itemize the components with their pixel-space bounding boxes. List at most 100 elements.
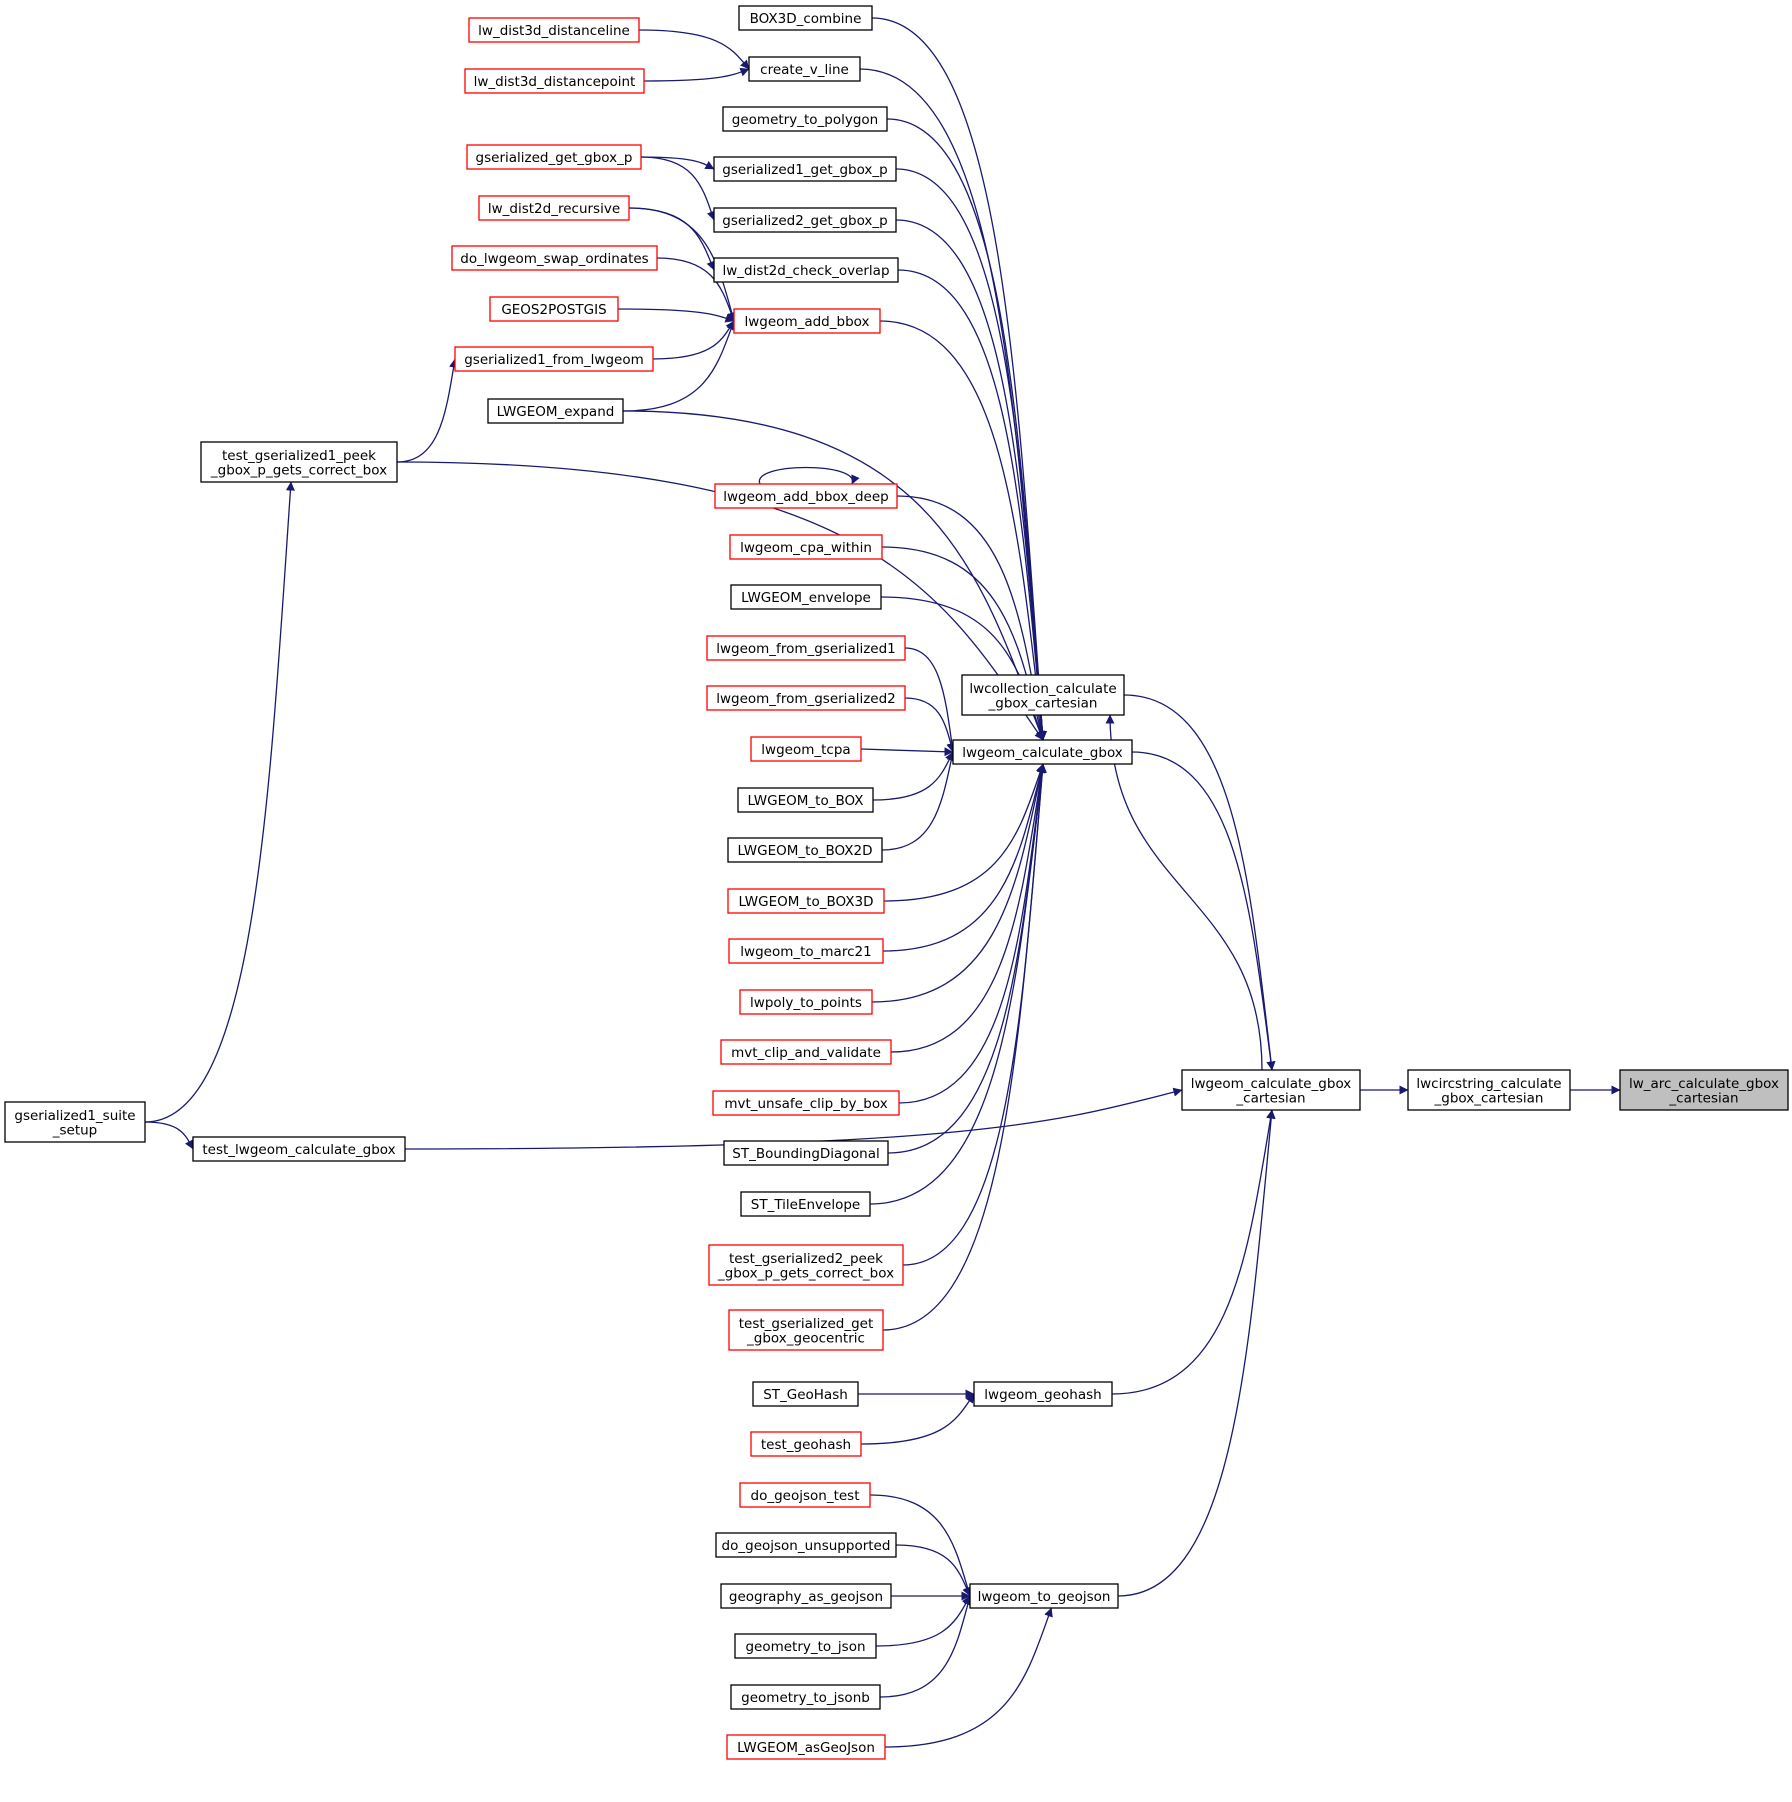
- node-lwgeom-to-box2d[interactable]: LWGEOM_to_BOX2D: [727, 837, 883, 863]
- node-test-gserialized-get-gbox-geocentric[interactable]: test_gserialized_get_gbox_geocentric: [728, 1309, 884, 1351]
- node-label: geometry_to_jsonb: [741, 1690, 870, 1706]
- node-lwgeom-geohash[interactable]: lwgeom_geohash: [973, 1381, 1113, 1407]
- node-lwgeom-from-gserialized1[interactable]: lwgeom_from_gserialized1: [706, 635, 906, 661]
- edge-test-gser2-peek-to-lwgeom-cg: [902, 763, 1047, 1266]
- node-box: [952, 739, 1133, 765]
- node-lw-dist3d-distancepoint[interactable]: lw_dist3d_distancepoint: [464, 68, 645, 94]
- node-box: [728, 938, 884, 964]
- node-lwgeom-asgeojson[interactable]: LWGEOM_asGeoJson: [726, 1734, 886, 1760]
- node-gserialized2-get-gbox-p[interactable]: gserialized2_get_gbox_p: [713, 207, 897, 233]
- edge-lw-dist3d-distancepoint-to-create-v-line: [643, 67, 750, 82]
- edge-lwgeom-to-box-to-lwgeom-cg: [872, 751, 954, 801]
- node-lwgeom-envelope[interactable]: LWGEOM_envelope: [730, 584, 882, 610]
- node-box: [708, 1244, 904, 1286]
- node-lwgeom-from-gserialized2[interactable]: lwgeom_from_gserialized2: [706, 685, 906, 711]
- node-label: GEOS2POSTGIS: [501, 302, 606, 318]
- node-do-geojson-test[interactable]: do_geojson_test: [739, 1482, 871, 1508]
- node-box: [713, 156, 897, 182]
- node-test-lwgeom-calculate-gbox[interactable]: test_lwgeom_calculate_gbox: [192, 1136, 406, 1162]
- edge-test-gser-get-geocentric-to-lwgeom-cg: [882, 763, 1047, 1331]
- node-lwgeom-calculate-gbox-cartesian[interactable]: lwgeom_calculate_gbox_cartesian: [1181, 1069, 1361, 1111]
- node-create-v-line[interactable]: create_v_line: [748, 56, 861, 82]
- node-mvt-clip-and-validate[interactable]: mvt_clip_and_validate: [720, 1039, 892, 1065]
- node-lwgeom-add-bbox-deep[interactable]: lwgeom_add_bbox_deep: [714, 483, 898, 509]
- node-label: geometry_to_polygon: [732, 112, 878, 128]
- node-geography-as-geojson[interactable]: geography_as_geojson: [720, 1583, 892, 1609]
- node-label: lw_dist3d_distancepoint: [474, 74, 636, 90]
- edge-lwpoly-to-points-to-lwgeom-cg: [871, 763, 1046, 1003]
- edge-do-geojson-test-to-lwgeom-to-geojson: [869, 1494, 972, 1597]
- node-label: gserialized1_suite: [14, 1108, 135, 1124]
- node-label: do_geojson_unsupported: [722, 1538, 891, 1554]
- node-test-gserialized2-peek-gbox-p-gets-correct-box[interactable]: test_gserialized2_peek_gbox_p_gets_corre…: [708, 1244, 904, 1286]
- edge-lwgeom-tcpa-to-lwgeom-cg: [860, 747, 954, 757]
- node-label: lwgeom_cpa_within: [740, 540, 872, 556]
- node-label: lw_arc_calculate_gbox: [1629, 1076, 1779, 1092]
- node-geos2postgis[interactable]: GEOS2POSTGIS: [489, 296, 619, 322]
- node-label: ST_BoundingDiagonal: [732, 1146, 879, 1162]
- node-test-geohash[interactable]: test_geohash: [750, 1431, 862, 1457]
- node-st-geohash[interactable]: ST_GeoHash: [752, 1381, 859, 1407]
- node-gserialized1-suite-setup[interactable]: gserialized1_suite_setup: [4, 1101, 146, 1143]
- edge-gser2-gbox-to-lwgeom-cg: [895, 219, 1047, 741]
- node-mvt-unsafe-clip-by-box[interactable]: mvt_unsafe_clip_by_box: [712, 1090, 900, 1116]
- node-label: test_gserialized_get: [739, 1316, 874, 1332]
- node-label: _cartesian: [1235, 1090, 1305, 1106]
- node-lwcircstring-calculate-gbox-cartesian[interactable]: lwcircstring_calculate_gbox_cartesian: [1407, 1069, 1571, 1111]
- edge-do-lwgeom-swap-ordinates-to-lwgeom-add-bbox: [656, 257, 736, 322]
- node-lwgeom-to-geojson[interactable]: lwgeom_to_geojson: [969, 1583, 1119, 1609]
- edge-lwgeom-to-marc21-to-lwgeom-cg: [882, 763, 1046, 952]
- node-box: [734, 1633, 877, 1659]
- node-label: gserialized1_get_gbox_p: [722, 162, 888, 178]
- edge-lwgeom-to-geojson-to-lwgeom-cgc: [1117, 1109, 1276, 1597]
- node-lwcollection-calculate-gbox-cartesian[interactable]: lwcollection_calculate_gbox_cartesian: [961, 674, 1125, 716]
- node-box: [750, 736, 862, 762]
- node-lwgeom-to-marc21[interactable]: lwgeom_to_marc21: [728, 938, 884, 964]
- node-lw-dist3d-distanceline[interactable]: lw_dist3d_distanceline: [468, 17, 640, 43]
- node-box: [961, 674, 1125, 716]
- node-lwgeom-to-box[interactable]: LWGEOM_to_BOX: [737, 787, 874, 813]
- node-lwgeom-tcpa[interactable]: lwgeom_tcpa: [750, 736, 862, 762]
- node-lwgeom-cpa-within[interactable]: lwgeom_cpa_within: [729, 534, 883, 560]
- node-lw-dist2d-recursive[interactable]: lw_dist2d_recursive: [478, 195, 630, 221]
- edge-test-lwgeom-cg-to-lwgeom-cgc: [404, 1087, 1183, 1150]
- node-lwgeom-calculate-gbox[interactable]: lwgeom_calculate_gbox: [952, 739, 1133, 765]
- node-geometry-to-json[interactable]: geometry_to_json: [734, 1633, 877, 1659]
- node-lwgeom-expand[interactable]: LWGEOM_expand: [487, 398, 624, 424]
- edge-lwcollection-to-lwgeom-cgc: [1123, 694, 1276, 1071]
- node-label: geometry_to_json: [745, 1639, 865, 1655]
- edge-gser-get-gbox-p-to-gser1-gbox: [640, 156, 715, 170]
- node-geometry-to-jsonb[interactable]: geometry_to_jsonb: [730, 1684, 881, 1710]
- node-box: [748, 56, 861, 82]
- node-do-lwgeom-swap-ordinates[interactable]: do_lwgeom_swap_ordinates: [451, 245, 658, 271]
- node-box3d-combine[interactable]: BOX3D_combine: [738, 5, 873, 31]
- node-box: [200, 441, 398, 483]
- edge-test-gser1-peek-to-gser1-from-lwgeom: [396, 358, 459, 463]
- node-box: [720, 1039, 892, 1065]
- node-gserialized1-get-gbox-p[interactable]: gserialized1_get_gbox_p: [713, 156, 897, 182]
- node-box: [713, 207, 897, 233]
- node-box: [706, 685, 906, 711]
- edge-lwgeom-add-bbox-deep-self-loop: [759, 466, 860, 485]
- node-gserialized-get-gbox-p[interactable]: gserialized_get_gbox_p: [466, 144, 642, 170]
- node-st-tileenvelope[interactable]: ST_TileEnvelope: [740, 1191, 871, 1217]
- node-box: [715, 1532, 897, 1558]
- node-lwpoly-to-points[interactable]: lwpoly_to_points: [739, 989, 873, 1015]
- node-gserialized1-from-lwgeom[interactable]: gserialized1_from_lwgeom: [454, 346, 654, 372]
- edge-lwgeom-to-box2d-to-lwgeom-cg: [881, 751, 956, 851]
- node-lwgeom-add-bbox[interactable]: lwgeom_add_bbox: [733, 308, 881, 334]
- node-geometry-to-polygon[interactable]: geometry_to_polygon: [722, 106, 888, 132]
- node-box: [730, 584, 882, 610]
- node-box: [726, 1734, 886, 1760]
- node-box: [728, 1309, 884, 1351]
- node-lw-dist2d-check-overlap[interactable]: lw_dist2d_check_overlap: [713, 257, 899, 283]
- node-box: [712, 1090, 900, 1116]
- node-box: [468, 17, 640, 43]
- node-test-gserialized1-peek-gbox-p-gets-correct-box[interactable]: test_gserialized1_peek_gbox_p_gets_corre…: [200, 441, 398, 483]
- node-box: [722, 106, 888, 132]
- node-st-boundingdiagonal[interactable]: ST_BoundingDiagonal: [723, 1140, 889, 1166]
- node-lwgeom-to-box3d[interactable]: LWGEOM_to_BOX3D: [727, 888, 885, 914]
- node-label: _gbox_p_gets_correct_box: [717, 1265, 894, 1281]
- node-do-geojson-unsupported[interactable]: do_geojson_unsupported: [715, 1532, 897, 1558]
- edge-geometry-to-jsonb-to-lwgeom-to-geojson: [879, 1595, 973, 1698]
